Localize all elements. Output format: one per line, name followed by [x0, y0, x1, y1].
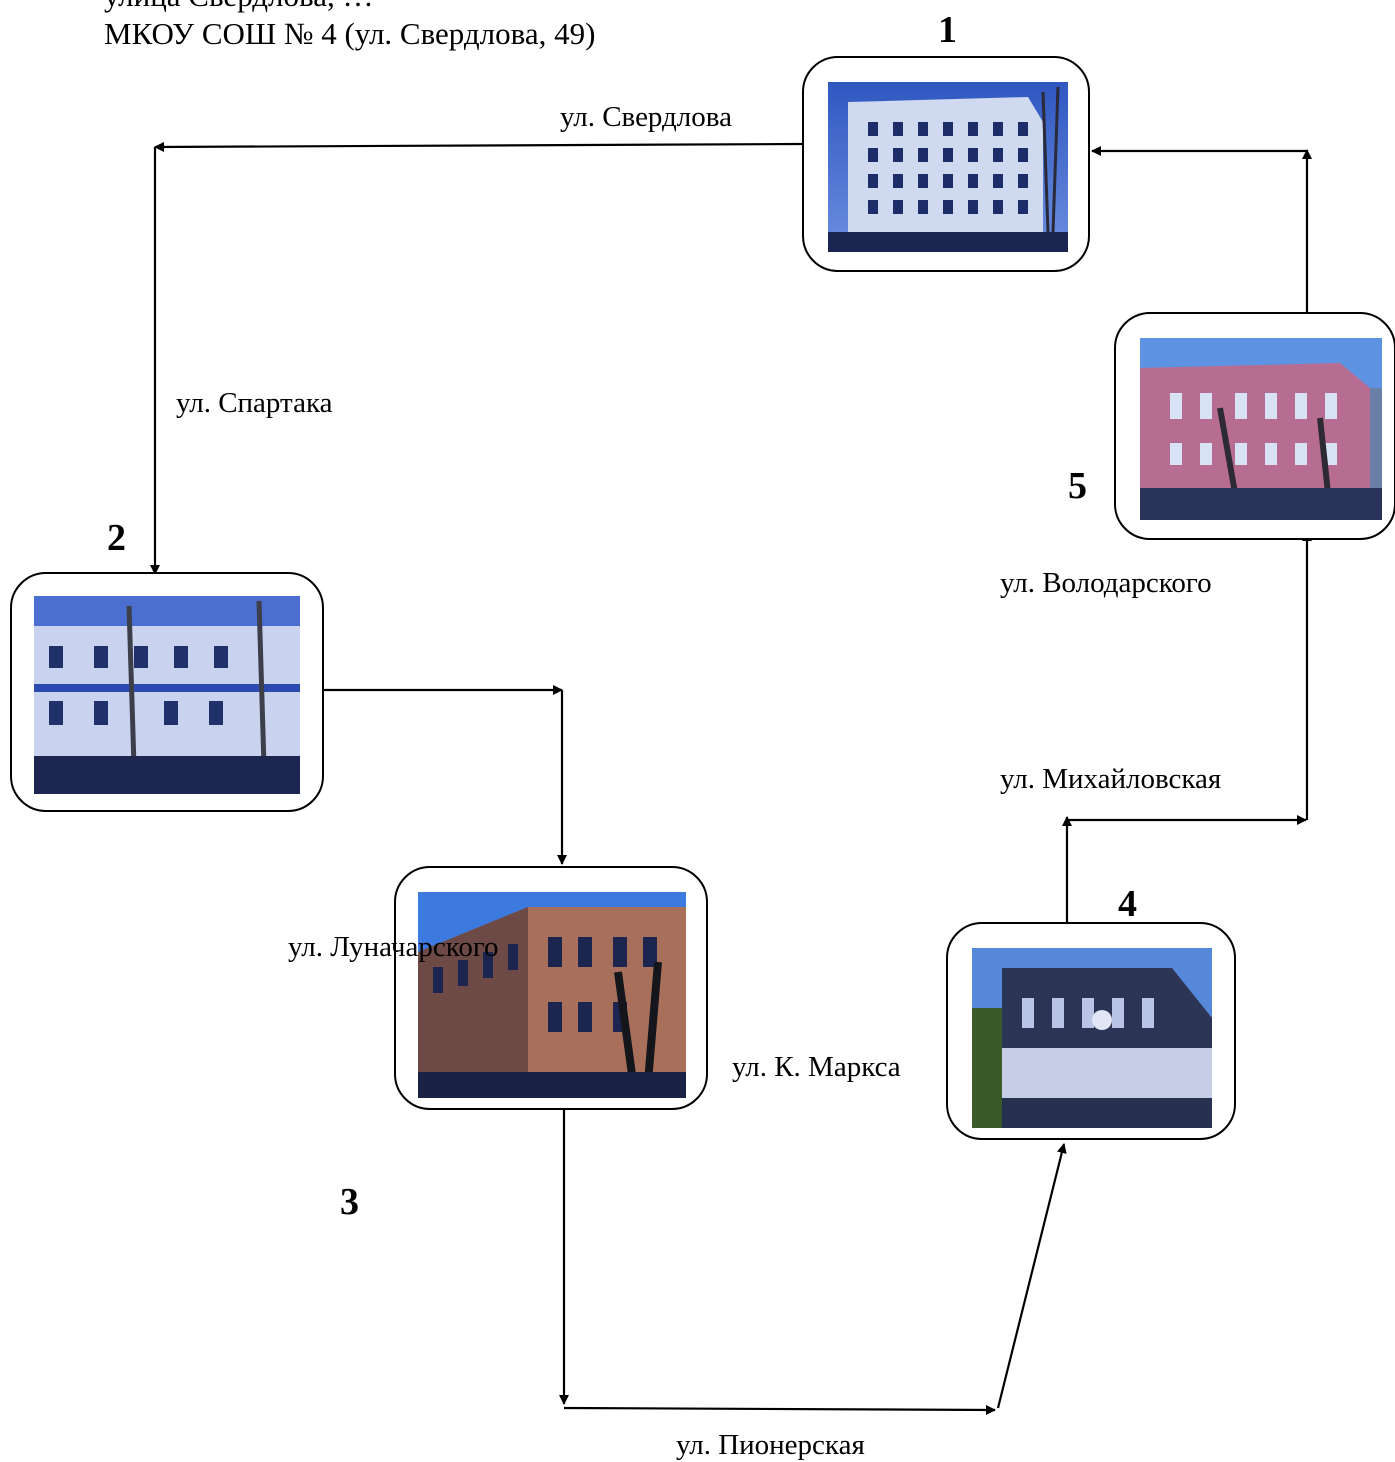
- stop-number-3: 3: [340, 1181, 359, 1223]
- route-sverdlova: [154, 141, 803, 152]
- stop-1-frame: [802, 56, 1090, 272]
- school-building-photo: [828, 82, 1068, 252]
- two-storey-building-photo: [34, 596, 300, 794]
- stop-number-5: 5: [1068, 465, 1087, 507]
- photo-image: [828, 82, 1068, 252]
- route-k-marksa: [996, 1143, 1067, 1409]
- street-label-k-marksa: ул. К. Маркса: [732, 1051, 901, 1083]
- stop-number-2: 2: [107, 517, 126, 559]
- stop-number-4: 4: [1118, 883, 1137, 925]
- street-label-lunacharskogo: ул. Луначарского: [288, 931, 499, 963]
- street-label-mikhailovskaya: ул. Михайловская: [1000, 763, 1222, 795]
- photo-image: [972, 948, 1212, 1128]
- route-pionerskaya: [563, 1404, 996, 1415]
- photo-image: [418, 892, 686, 1098]
- header-line-1: улица Свердлова, …: [104, 0, 374, 14]
- stop-2-frame: [10, 572, 324, 812]
- brick-corner-building-photo: [418, 892, 686, 1098]
- wooden-house-photo: [972, 948, 1212, 1128]
- stop-5-frame: [1114, 312, 1395, 540]
- street-label-volodarskogo: ул. Володарского: [1000, 567, 1212, 599]
- pink-two-storey-building-photo: [1140, 338, 1382, 520]
- stop-number-1: 1: [938, 9, 957, 51]
- stop-4-frame: [946, 922, 1236, 1140]
- street-label-sverdlova: ул. Свердлова: [560, 101, 732, 133]
- street-label-pionerskaya: ул. Пионерская: [676, 1429, 865, 1461]
- street-label-spartaka: ул. Спартака: [176, 387, 333, 419]
- photo-image: [1140, 338, 1382, 520]
- photo-image: [34, 596, 300, 794]
- stop-3-frame: [394, 866, 708, 1110]
- header-line-2: МКОУ СОШ № 4 (ул. Свердлова, 49): [104, 16, 596, 51]
